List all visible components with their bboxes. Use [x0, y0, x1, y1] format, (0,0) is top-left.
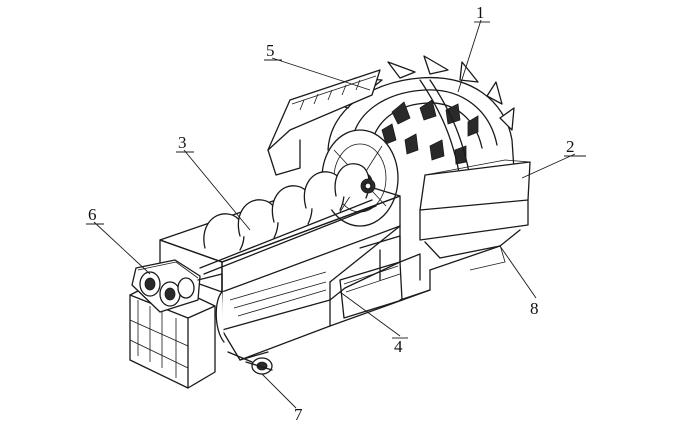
callout-6: 6	[88, 205, 97, 224]
spiral-washer	[159, 163, 401, 293]
leader-1	[457, 19, 482, 93]
callout-labels: 1 2 3 4 5 6 7 8	[88, 3, 575, 424]
leader-8	[499, 245, 537, 299]
callout-5: 5	[266, 41, 275, 60]
leader-4	[339, 291, 401, 337]
callout-leaders	[86, 19, 586, 409]
washer-trough	[215, 225, 401, 361]
feed-chute	[267, 69, 381, 176]
wheel-tank	[419, 159, 531, 271]
discharge-pipe	[227, 351, 273, 375]
callout-2: 2	[566, 137, 575, 156]
leader-7	[261, 373, 297, 409]
callout-4: 4	[394, 337, 403, 356]
leader-3	[183, 149, 251, 231]
base-frame	[329, 235, 501, 327]
callout-7: 7	[294, 405, 303, 424]
leader-5	[271, 57, 371, 91]
callout-8: 8	[530, 299, 539, 318]
callout-3: 3	[178, 133, 187, 152]
callout-1: 1	[476, 3, 485, 22]
leader-6	[93, 221, 151, 275]
drive-unit	[129, 259, 223, 389]
leader-2	[521, 153, 576, 179]
